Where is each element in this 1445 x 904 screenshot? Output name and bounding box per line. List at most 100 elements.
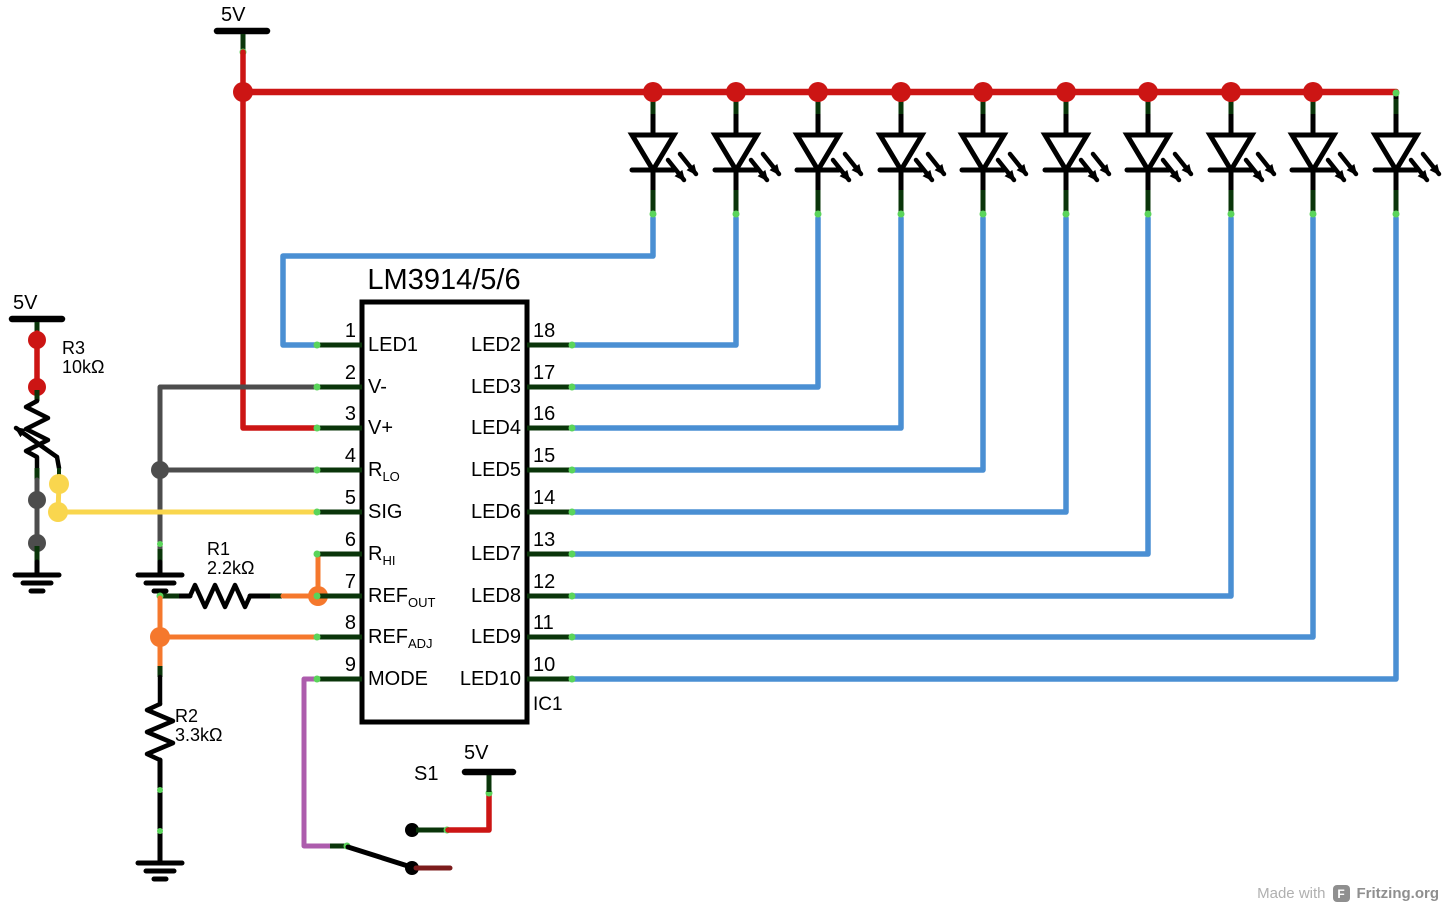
led-symbol-3: [792, 90, 864, 218]
led-symbol-7: [1122, 90, 1194, 218]
blue-wire-led9: [570, 215, 1316, 640]
pin-label-sig: SIG: [368, 501, 403, 523]
pin-label-mode: MODE: [368, 668, 428, 690]
light-arrow-icon: [748, 157, 770, 183]
ground-symbol: [135, 559, 185, 594]
light-arrow-icon: [1337, 151, 1359, 177]
pin-number-10: 10: [533, 654, 556, 676]
light-arrow-icon: [760, 151, 782, 177]
rail-junction-dots: [643, 82, 1400, 102]
wire-sig-yellow: [48, 474, 319, 522]
pin-label-rlo: RLO: [368, 459, 400, 484]
led-symbol-9: [1287, 90, 1359, 218]
wire-v-minus-gray: [151, 384, 319, 562]
pin-number-14: 14: [533, 487, 556, 509]
pin-label-led1: LED1: [368, 334, 419, 356]
blue-wire-led5: [570, 215, 986, 473]
pin-number-11: 11: [533, 612, 554, 634]
ic-title: LM3914/5/6: [367, 264, 521, 296]
potentiometer-r3-symbol: [13, 330, 62, 562]
ground-symbol: [135, 847, 185, 882]
footer-watermark: Made with F Fritzing.org: [1257, 885, 1439, 902]
r1-value: 2.2kΩ: [207, 558, 255, 578]
pin-number-18: 18: [533, 320, 556, 342]
light-arrow-icon: [677, 151, 699, 177]
pin-number-6: 6: [344, 529, 356, 551]
r3-name: R3: [62, 338, 86, 358]
power-label-top-5v: 5V: [221, 4, 246, 26]
blue-wire-led2: [570, 215, 739, 348]
light-arrow-icon: [913, 157, 935, 183]
pin-number-7: 7: [344, 571, 356, 593]
pin-number-13: 13: [533, 529, 556, 551]
pin-number-12: 12: [533, 571, 556, 593]
pin-number-5: 5: [344, 487, 356, 509]
pin-number-15: 15: [533, 445, 556, 467]
switch-designator: S1: [414, 763, 439, 785]
led-layer: [627, 90, 1442, 218]
ground-symbol: [12, 559, 62, 594]
wire-ref-orange: [150, 551, 328, 669]
blue-wire-led3: [570, 215, 821, 390]
pin-label-v+: V+: [368, 417, 394, 439]
blue-wire-led4: [570, 215, 904, 431]
led-symbol-1: [627, 90, 699, 218]
led-symbol-2: [710, 90, 782, 218]
led-symbol-4: [875, 90, 947, 218]
blue-wire-led6: [570, 215, 1069, 515]
pin-label-led10: LED10: [459, 668, 521, 690]
light-arrow-icon: [1090, 151, 1112, 177]
blue-wire-led1: [280, 215, 656, 348]
r3-value: 10kΩ: [62, 357, 105, 377]
pin-number-1: 1: [344, 320, 356, 342]
light-arrow-icon: [1325, 157, 1347, 183]
made-with-text: Made with: [1257, 885, 1326, 902]
switch-s1-symbol: [330, 775, 493, 875]
led-symbol-6: [1040, 90, 1112, 218]
pin-label-led3: LED3: [470, 376, 521, 398]
fritzing-brand-text: Fritzing.org: [1356, 885, 1440, 902]
light-arrow-icon: [1408, 157, 1430, 183]
ic-body: [359, 299, 530, 725]
r2-name: R2: [175, 706, 199, 726]
blue-wire-led8: [570, 215, 1234, 599]
pin-label-led6: LED6: [470, 501, 521, 523]
pin-label-v-: V-: [368, 376, 387, 398]
light-arrow-icon: [830, 157, 852, 183]
led-symbol-5: [957, 90, 1029, 218]
light-arrow-icon: [925, 151, 947, 177]
resistor-r2-symbol: [144, 666, 176, 853]
pin-number-17: 17: [533, 362, 556, 384]
blue-wire-layer: [280, 215, 1399, 682]
pin-label-led8: LED8: [470, 585, 521, 607]
blue-wire-led10: [570, 215, 1399, 682]
pin-label-refadj: REFADJ: [368, 626, 433, 651]
blue-wire-led7: [570, 215, 1151, 557]
pin-number-9: 9: [344, 654, 356, 676]
light-arrow-icon: [1420, 151, 1442, 177]
light-arrow-icon: [842, 151, 864, 177]
pin-label-led9: LED9: [470, 626, 521, 648]
pin-label-led5: LED5: [470, 459, 521, 481]
light-arrow-icon: [1078, 157, 1100, 183]
pin-number-4: 4: [344, 445, 356, 467]
light-arrow-icon: [995, 157, 1017, 183]
led-symbol-10: [1370, 90, 1442, 218]
r2-value: 3.3kΩ: [175, 725, 223, 745]
ic-designator: IC1: [533, 694, 563, 715]
fritzing-logo-icon: F: [1332, 885, 1350, 902]
pin-label-rhi: RHI: [368, 543, 396, 568]
light-arrow-icon: [1160, 157, 1182, 183]
pin-number-16: 16: [533, 403, 556, 425]
light-arrow-icon: [665, 157, 687, 183]
r1-name: R1: [207, 539, 231, 559]
pin-label-led7: LED7: [470, 543, 521, 565]
resistor-r1-symbol: [156, 582, 282, 610]
pin-number-3: 3: [344, 403, 356, 425]
pin-number-8: 8: [344, 612, 356, 634]
light-arrow-icon: [1007, 151, 1029, 177]
power-label-pot-5v: 5V: [13, 292, 38, 314]
pin-label-led2: LED2: [470, 334, 521, 356]
